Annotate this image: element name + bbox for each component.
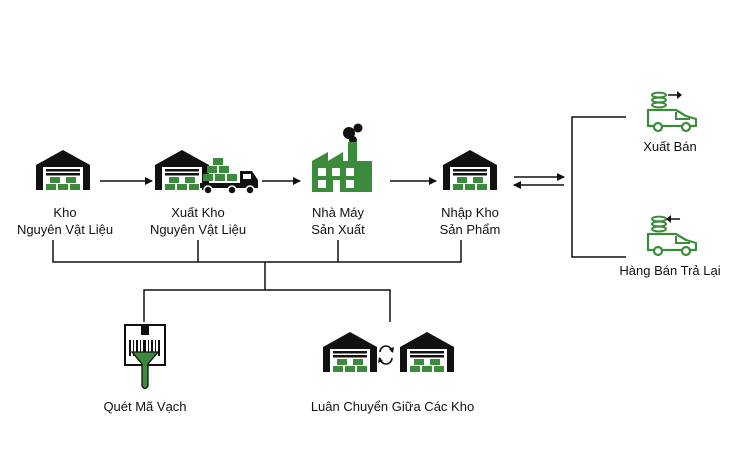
- node-raw-warehouse-label: Kho Nguyên Vật Liệu: [0, 204, 130, 238]
- factory-icon: [312, 123, 372, 192]
- node-warehouse-transfer-label: Luân Chuyển Giữa Các Kho: [310, 399, 475, 414]
- bottom-bus: [52, 240, 462, 263]
- barcode-scanner-icon: [124, 324, 166, 390]
- node-raw-warehouse-line1: Kho: [53, 205, 77, 220]
- node-factory-line1: Nhà Máy: [311, 205, 365, 220]
- distribution-bracket: [571, 116, 626, 258]
- node-raw-export-line2: Nguyên Vật Liệu: [149, 222, 247, 237]
- delivery-truck-out-icon: [646, 91, 698, 133]
- warehouse-transfer-icon: [323, 332, 454, 372]
- node-sale-label: Xuất Bán: [643, 139, 697, 154]
- node-raw-export-label: Xuất Kho Nguyên Vật Liệu: [138, 204, 258, 238]
- node-product-import-line2: Sản Phẩm: [439, 222, 501, 237]
- node-sales-return-label: Hàng Bán Trả Lại: [619, 263, 721, 278]
- connectors: [52, 116, 626, 322]
- warehouse-truck-icon: [155, 150, 258, 195]
- node-product-import-line1: Nhập Kho: [441, 205, 499, 220]
- warehouse-icon: [36, 150, 90, 190]
- node-raw-warehouse-line2: Nguyên Vật Liệu: [16, 222, 114, 237]
- delivery-truck-return-icon: [646, 215, 698, 257]
- node-barcode-scan-label: Quét Mã Vạch: [103, 399, 187, 414]
- warehouse-icon: [443, 150, 497, 190]
- node-product-import-label: Nhập Kho Sản Phẩm: [420, 204, 520, 238]
- node-factory-line2: Sản Xuất: [311, 222, 365, 237]
- bus-branch: [143, 289, 391, 322]
- node-raw-export-line1: Xuất Kho: [171, 205, 225, 220]
- node-factory-label: Nhà Máy Sản Xuất: [288, 204, 388, 238]
